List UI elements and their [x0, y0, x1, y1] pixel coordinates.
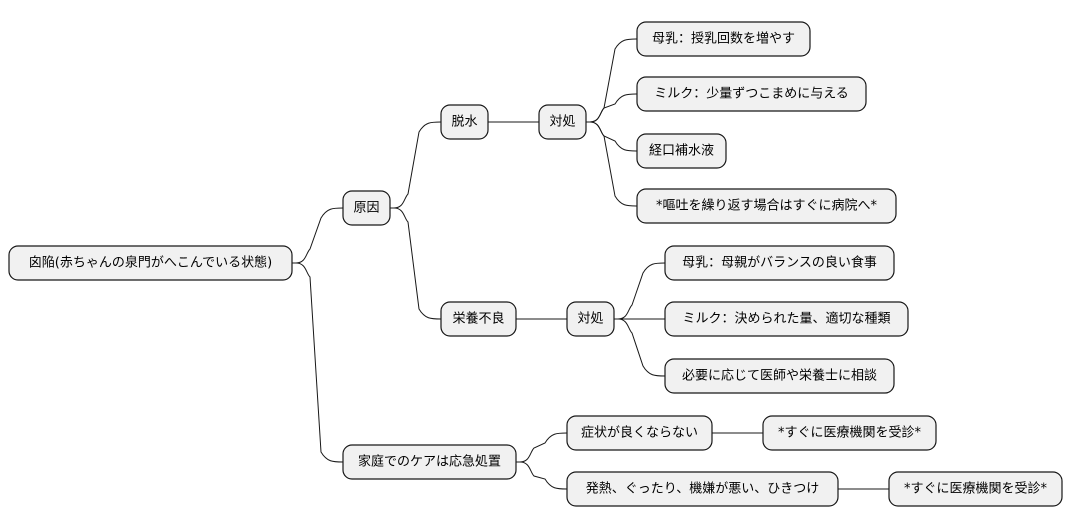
edge-5	[586, 38, 638, 123]
node-homecare-item-1-action: *すぐに医療機関を受診*	[762, 415, 937, 451]
node-malnutrition-item-3: 必要に応じて医師や栄養士に相談	[664, 358, 895, 394]
node-dehydration-item-2: ミルク：少量ずつこまめに与える	[636, 76, 867, 112]
svg-text:原因: 原因	[353, 201, 379, 216]
node-homecare-item-2-action: *すぐに医療機関を受診*	[888, 471, 1063, 507]
node-malnutrition-care: 対処	[566, 301, 615, 337]
svg-text:母乳：母親がバランスの良い食事: 母乳：母親がバランスの良い食事	[682, 255, 877, 271]
node-homecare-item-1: 症状が良くならない	[566, 415, 713, 451]
node-cause: 原因	[342, 190, 391, 226]
node-root: 囟陥(赤ちゃんの泉門がへこんでいる状態)	[8, 245, 293, 281]
edge-0	[292, 207, 344, 264]
svg-text:症状が良くならない: 症状が良くならない	[581, 425, 698, 441]
svg-text:必要に応じて医師や栄養士に相談: 必要に応じて医師や栄養士に相談	[682, 368, 877, 384]
edge-3	[390, 207, 442, 320]
node-dehydration-care: 対処	[538, 104, 587, 140]
svg-text:家庭でのケアは応急処置: 家庭でのケアは応急処置	[358, 454, 501, 470]
node-dehydration: 脱水	[440, 104, 489, 140]
edge-8	[586, 121, 638, 207]
edge-12	[614, 318, 666, 377]
edge-6	[586, 93, 638, 123]
edge-1	[292, 262, 344, 463]
edge-2	[390, 121, 442, 209]
node-dehydration-item-3: 経口補水液	[636, 133, 727, 169]
svg-text:*すぐに医療機関を受診*: *すぐに医療機関を受診*	[904, 481, 1048, 497]
svg-text:発熱、ぐったり、機嫌が悪い、ひきつけ: 発熱、ぐったり、機嫌が悪い、ひきつけ	[586, 482, 819, 497]
svg-text:栄養不良: 栄養不良	[452, 311, 504, 327]
svg-text:対処: 対処	[549, 115, 575, 130]
svg-text:ミルク：決められた量、適切な種類: ミルク：決められた量、適切な種類	[682, 311, 890, 327]
node-malnutrition-item-2: ミルク：決められた量、適切な種類	[664, 301, 909, 337]
svg-text:囟陥(赤ちゃんの泉門がへこんでいる状態): 囟陥(赤ちゃんの泉門がへこんでいる状態)	[29, 255, 273, 271]
node-dehydration-item-4: *嘔吐を繰り返す場合はすぐに病院へ*	[636, 188, 897, 224]
svg-text:経口補水液: 経口補水液	[649, 144, 714, 159]
svg-text:ミルク：少量ずつこまめに与える: ミルク：少量ずつこまめに与える	[654, 87, 849, 102]
node-malnutrition: 栄養不良	[440, 301, 517, 337]
node-malnutrition-item-1: 母乳：母親がバランスの良い食事	[664, 245, 895, 281]
node-dehydration-item-1: 母乳：授乳回数を増やす	[636, 21, 811, 57]
edge-14	[516, 461, 568, 490]
edge-7	[586, 121, 638, 152]
svg-text:母乳：授乳回数を増やす: 母乳：授乳回数を増やす	[652, 32, 795, 47]
node-homecare-item-2: 発熱、ぐったり、機嫌が悪い、ひきつけ	[566, 471, 839, 507]
svg-text:*嘔吐を繰り返す場合はすぐに病院へ*: *嘔吐を繰り返す場合はすぐに病院へ*	[656, 199, 878, 214]
node-homecare: 家庭でのケアは応急処置	[342, 444, 517, 480]
edge-13	[516, 432, 568, 463]
svg-text:*すぐに医療機関を受診*: *すぐに医療機関を受診*	[778, 425, 922, 441]
edges	[292, 38, 889, 490]
svg-text:対処: 対処	[577, 312, 603, 327]
svg-text:脱水: 脱水	[451, 115, 477, 130]
edge-10	[614, 262, 666, 320]
